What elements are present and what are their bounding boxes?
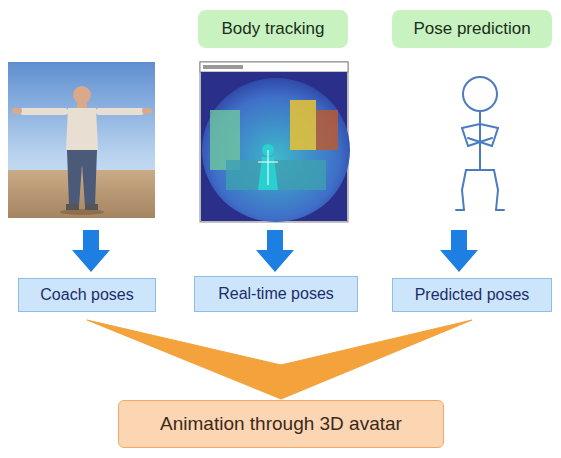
box-label: Body tracking bbox=[222, 19, 325, 39]
merge-arrow bbox=[281, 320, 472, 399]
stick-figure bbox=[456, 77, 504, 210]
pose-box: Coach poses bbox=[18, 278, 156, 312]
box-label: Animation through 3D avatar bbox=[160, 413, 402, 435]
avatar-image bbox=[8, 62, 155, 218]
depth-image bbox=[200, 62, 350, 222]
merge-arrow bbox=[87, 320, 281, 399]
box-label: Predicted poses bbox=[415, 286, 530, 304]
down-arrow bbox=[72, 230, 478, 272]
merge-arrow-shape bbox=[87, 320, 281, 399]
box-label: Real-time poses bbox=[218, 285, 334, 303]
box-label: Coach poses bbox=[40, 286, 133, 304]
method-label: Pose prediction bbox=[392, 10, 552, 48]
box-label: Pose prediction bbox=[413, 19, 530, 39]
output-box: Animation through 3D avatar bbox=[118, 400, 444, 448]
method-label: Body tracking bbox=[198, 10, 348, 48]
merge-arrow-shape bbox=[281, 320, 472, 399]
pose-box: Real-time poses bbox=[194, 276, 358, 312]
pose-box: Predicted poses bbox=[392, 278, 552, 312]
